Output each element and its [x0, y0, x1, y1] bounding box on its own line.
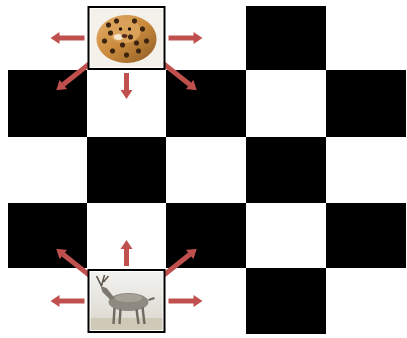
move-arrow-left	[51, 32, 85, 44]
dark-square[interactable]	[246, 137, 326, 203]
move-arrow-right	[169, 32, 203, 44]
move-arrow-down	[121, 73, 133, 99]
move-arrow-up	[121, 240, 133, 266]
dark-square[interactable]	[246, 268, 326, 334]
dark-square[interactable]	[326, 203, 406, 268]
dark-square[interactable]	[166, 203, 246, 268]
dark-square[interactable]	[166, 70, 246, 137]
dark-square[interactable]	[326, 70, 406, 137]
dark-square[interactable]	[8, 203, 87, 268]
dark-square[interactable]	[87, 137, 166, 203]
dark-square[interactable]	[246, 6, 326, 70]
deer-piece[interactable]	[89, 270, 165, 332]
dark-square[interactable]	[8, 70, 87, 137]
leopard-piece[interactable]	[89, 7, 165, 69]
move-arrow-left	[51, 295, 85, 307]
move-arrow-right	[169, 295, 203, 307]
